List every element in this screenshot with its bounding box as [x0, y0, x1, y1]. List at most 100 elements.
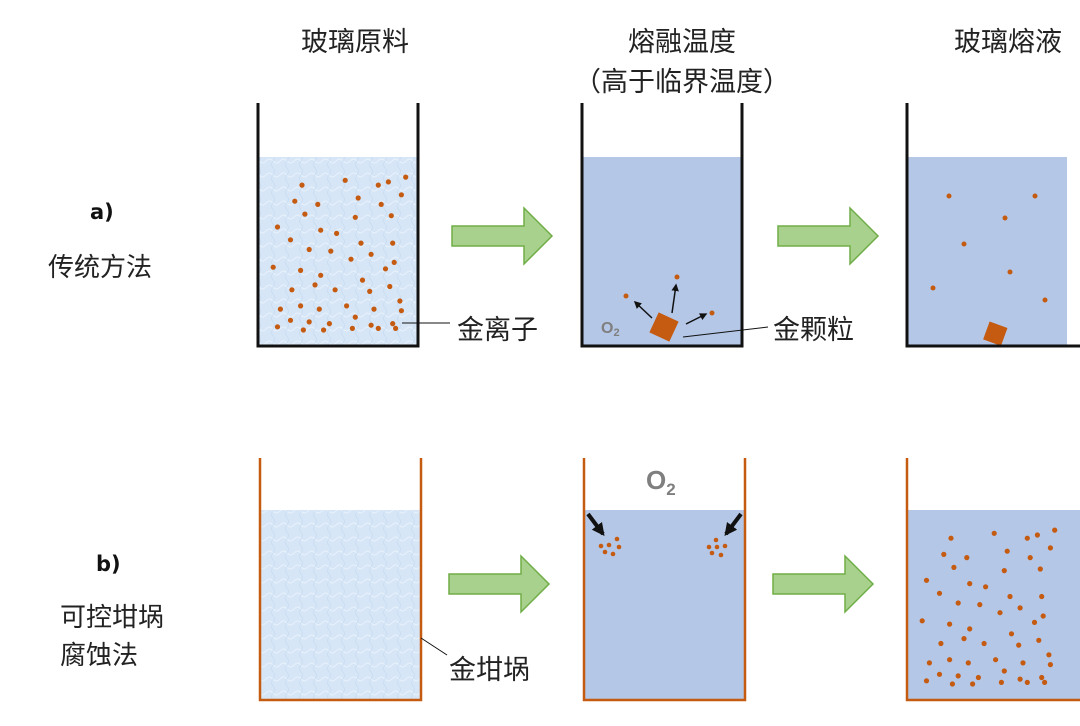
- diffusion-arrow: [671, 283, 679, 314]
- glass-melt-fill: [584, 510, 744, 700]
- oxidation-arrow-right: [724, 512, 743, 537]
- gold-ion-dot: [938, 640, 944, 647]
- gold-particle: [649, 312, 679, 342]
- gold-ion-dot: [997, 610, 1003, 616]
- gold-ion-dot: [368, 251, 374, 257]
- row-desc-traditional: 传统方法: [48, 253, 153, 283]
- gold-ion-dot: [344, 303, 350, 309]
- gold-ion-dot: [1040, 613, 1046, 619]
- column-title-raw-material: 玻璃原料: [301, 27, 409, 58]
- beaker-wall-black: [905, 103, 1080, 348]
- row-desc-controlled-crucible-line1: 可控坩埚: [60, 603, 165, 633]
- gold-ion-dot: [961, 636, 967, 642]
- gold-ion-dot: [1039, 674, 1045, 681]
- gold-ion-dot: [352, 314, 358, 320]
- gold-ion-dot: [289, 287, 295, 293]
- beaker-a-melt: O2: [580, 103, 769, 348]
- gold-ion-dot: [391, 259, 397, 265]
- gold-ion-dot: [964, 555, 970, 561]
- gold-ion-dot: [1047, 662, 1053, 668]
- gold-ion-dot: [1001, 568, 1007, 574]
- gold-particle: [983, 321, 1008, 346]
- gold-ion-dot: [965, 660, 971, 666]
- gold-ion-dot: [358, 240, 364, 246]
- gold-ion-dot: [287, 317, 294, 323]
- gold-ion-dot: [1039, 593, 1045, 600]
- gold-ion-dot: [387, 283, 393, 290]
- gold-ion-dot: [342, 177, 348, 183]
- gold-ion-dot: [398, 308, 404, 314]
- sparse-gold-ions: [930, 193, 1048, 303]
- gold-ion-dot: [299, 182, 305, 188]
- gold-ion-dot: [318, 272, 324, 278]
- column-subtitle-above-critical: （高于临界温度）: [574, 67, 790, 98]
- gold-ion-dot: [623, 293, 629, 299]
- process-arrow-a2: [777, 206, 880, 266]
- gold-ion-dot: [709, 310, 715, 316]
- gold-ion-dot: [298, 303, 304, 309]
- gold-ion-dot: [926, 660, 933, 666]
- gold-ion-dot: [998, 679, 1005, 686]
- gold-ion-dot: [1001, 668, 1007, 674]
- glass-raw-fill: [258, 157, 418, 346]
- gold-ion-dot: [1008, 631, 1015, 637]
- gold-ion-dot: [947, 621, 953, 627]
- callout-line-gold-particle: [682, 326, 769, 338]
- gold-ion-dot: [1020, 660, 1026, 666]
- beaker-a-raw: [256, 103, 450, 348]
- gold-ion-dot: [1042, 679, 1048, 686]
- gold-ion-cluster-right: [706, 537, 728, 558]
- callout-gold-ion: 金离子: [457, 315, 538, 346]
- gold-ion-dot: [287, 237, 294, 243]
- gold-ion-dot: [359, 277, 366, 283]
- row-label-b: b): [96, 552, 121, 576]
- gold-ion-dot: [306, 246, 312, 253]
- gold-ion-dot: [1016, 642, 1022, 648]
- gold-ion-dot: [1024, 679, 1030, 686]
- gold-ion-dot: [951, 564, 957, 571]
- gold-ion-dot: [923, 577, 930, 583]
- gold-ion-dot: [674, 274, 680, 280]
- gold-ion-dot: [941, 551, 947, 558]
- diffusion-arrow: [685, 313, 708, 325]
- beaker-b-raw: [258, 458, 448, 702]
- gold-ion-dot: [1017, 676, 1023, 682]
- gold-ion-dot: [332, 287, 338, 293]
- gold-ion-dot: [334, 230, 340, 236]
- gold-ion-dot: [390, 321, 396, 327]
- gold-ion-dot: [318, 227, 324, 233]
- gold-ion-dot: [397, 298, 403, 304]
- row-label-a: a): [90, 200, 114, 224]
- gold-ion-dot: [948, 535, 954, 541]
- beaker-wall-black: [256, 103, 420, 348]
- gold-ion-dot: [274, 324, 281, 330]
- gold-ion-dot: [355, 195, 361, 201]
- callout-gold-particle: 金颗粒: [773, 315, 854, 346]
- gold-ion-dot: [292, 198, 298, 204]
- gold-ion-dot: [321, 327, 327, 333]
- gold-ion-dot: [348, 256, 354, 262]
- gold-ion-dot: [1017, 605, 1023, 611]
- gold-ion-dot: [975, 674, 982, 681]
- column-title-glass-melt: 玻璃熔液: [954, 27, 1062, 58]
- gold-ion-dot: [390, 240, 396, 246]
- glass-melt-fill: [907, 157, 1067, 346]
- gold-ion-dot: [1031, 619, 1038, 626]
- process-arrow-b2: [772, 554, 875, 614]
- beaker-a-liquid: [905, 103, 1080, 348]
- gold-ion-dot: [378, 201, 384, 207]
- gold-ion-dot: [306, 319, 312, 325]
- gold-ion-dot: [1037, 566, 1043, 572]
- column-title-melting-temperature: 熔融温度: [628, 27, 736, 58]
- gold-ion-dot: [1004, 548, 1010, 554]
- diffusion-arrow: [633, 300, 653, 319]
- gold-ion-dot: [312, 282, 318, 288]
- gold-ion-dot: [270, 264, 276, 270]
- gold-ion-dot: [277, 306, 283, 312]
- gold-ion-dot: [298, 267, 304, 273]
- o2-label-large: O2: [646, 465, 676, 499]
- gold-ion-dot: [398, 192, 404, 198]
- gold-ion-dot: [949, 681, 956, 687]
- gold-ion-dot: [316, 306, 322, 312]
- glass-raw-fill: [260, 510, 420, 700]
